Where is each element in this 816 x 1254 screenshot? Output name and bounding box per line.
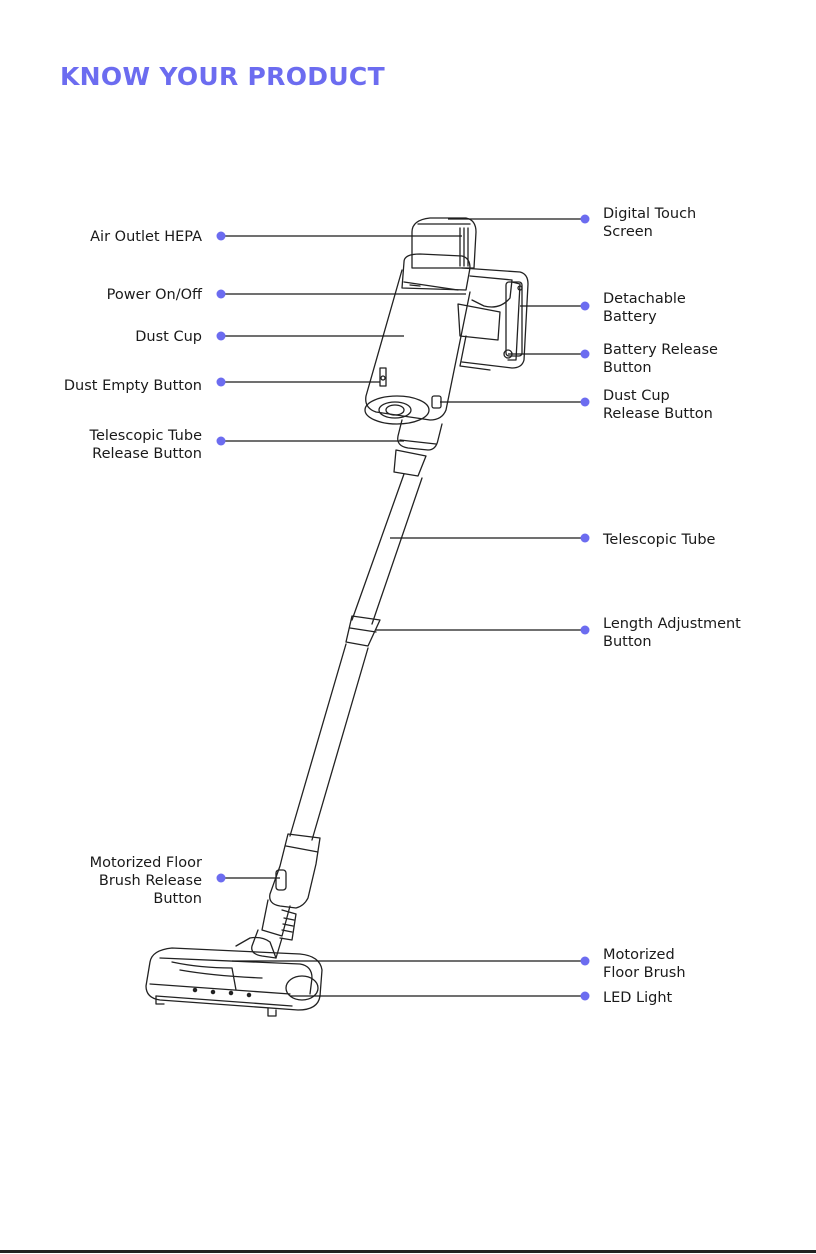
callout-dot (580, 301, 590, 311)
callout-dot (580, 991, 590, 1001)
callout-dot (216, 873, 226, 883)
label-battery-release-button: Battery Release Button (603, 342, 718, 376)
label-dust-cup: Dust Cup (135, 329, 202, 345)
label-air-outlet-hepa: Air Outlet HEPA (90, 229, 202, 245)
bottom-divider (0, 1250, 816, 1253)
floor-brush-drawing (145, 936, 323, 1017)
callout-dot (216, 289, 226, 299)
callout-dot (580, 397, 590, 407)
callout-dot (580, 533, 590, 543)
label-digital-touch-screen: Digital Touch Screen (603, 206, 697, 240)
label-detachable-battery: Detachable Battery (603, 291, 686, 325)
label-dust-cup-release-button: Dust Cup Release Button (603, 388, 713, 422)
label-dust-empty-button: Dust Empty Button (63, 378, 202, 394)
callout-dot (580, 625, 590, 635)
label-motorized-floor-brush: Motorized Floor Brush (603, 947, 686, 981)
callout-dot (580, 214, 590, 224)
callout-dot (216, 436, 226, 446)
callout-dot (216, 231, 226, 241)
label-telescopic-tube: Telescopic Tube (603, 532, 716, 548)
label-telescopic-tube-release: Telescopic Tube Release Button (89, 428, 202, 462)
label-led-light: LED Light (603, 990, 673, 1006)
callout-dot (216, 331, 226, 341)
label-length-adjustment-button: Length Adjustment Button (603, 616, 741, 650)
callout-dot (216, 377, 226, 387)
label-power-on-off: Power On/Off (106, 287, 202, 303)
page-title: KNOW YOUR PRODUCT (60, 62, 385, 91)
callout-dot (580, 956, 590, 966)
vacuum-body-drawing (364, 217, 529, 477)
callout-dot (580, 349, 590, 359)
label-floor-brush-release: Motorized Floor Brush Release Button (89, 855, 202, 907)
telescopic-tube-drawing (251, 473, 423, 959)
